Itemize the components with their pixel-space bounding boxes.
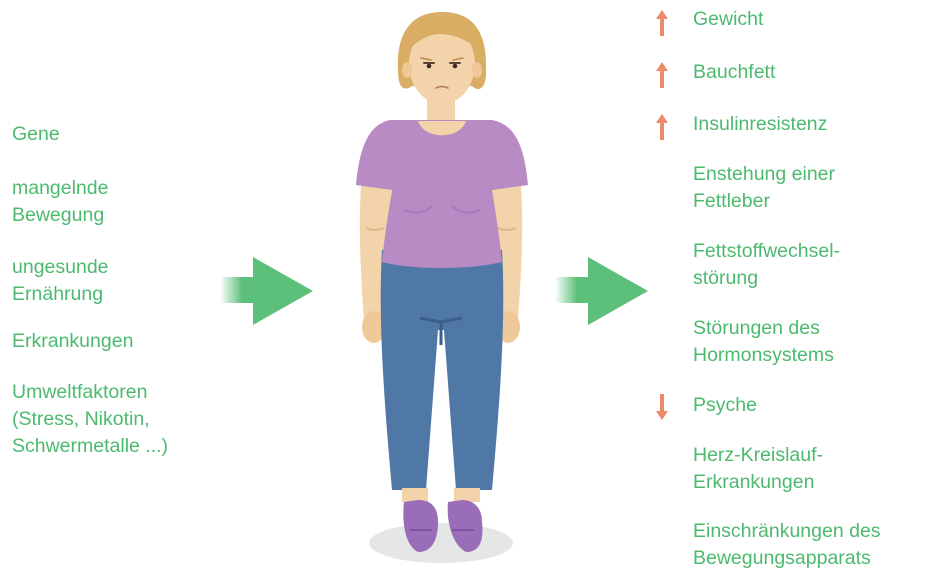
up-arrow-icon (655, 114, 669, 140)
cause-ernaehrung: ungesunde Ernährung (12, 254, 109, 308)
right-arrow-icon (555, 257, 650, 327)
cause-erkrankungen: Erkrankungen (12, 328, 133, 355)
effect-fettstoffwechsel: Fettstoffwechsel- störung (693, 238, 840, 292)
effect-gewicht: Gewicht (693, 6, 763, 33)
effect-fettleber: Enstehung einer Fettleber (693, 161, 835, 215)
cause-gene: Gene (12, 121, 60, 148)
cause-bewegung: mangelnde Bewegung (12, 175, 109, 229)
up-arrow-icon (655, 62, 669, 88)
effect-hormonsystem: Störungen des Hormonsystems (693, 315, 834, 369)
woman-figure-icon (330, 0, 540, 579)
right-arrow-icon (220, 257, 315, 327)
down-arrow-icon (655, 394, 669, 420)
effect-psyche: Psyche (693, 392, 757, 419)
up-arrow-icon (655, 10, 669, 36)
cause-umweltfaktoren: Umweltfaktoren (Stress, Nikotin, Schwerm… (12, 379, 168, 460)
effect-bewegungsapparat: Einschränkungen des Bewegungsapparats (693, 518, 881, 572)
effect-bauchfett: Bauchfett (693, 59, 775, 86)
effect-insulinresistenz: Insulinresistenz (693, 111, 827, 138)
effect-herz-kreislauf: Herz-Kreislauf- Erkrankungen (693, 442, 823, 496)
